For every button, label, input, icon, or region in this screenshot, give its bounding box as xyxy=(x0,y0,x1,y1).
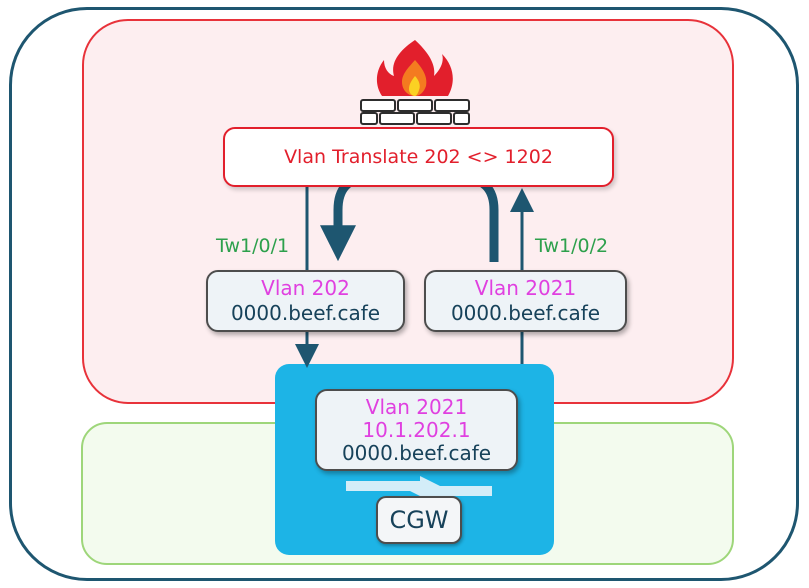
cgw-mac: 0000.beef.cafe xyxy=(341,440,492,465)
vlan-left-name: Vlan 202 xyxy=(261,276,350,300)
firewall-icon xyxy=(360,40,470,125)
port-label-right: Tw1/0/2 xyxy=(535,235,609,257)
vlan-left-mac: 0000.beef.cafe xyxy=(230,301,381,325)
hairpin-flow-arrow xyxy=(320,173,499,262)
vlan-right-mac: 0000.beef.cafe xyxy=(450,301,601,325)
vlan-202-box: Vlan 202 0000.beef.cafe xyxy=(206,270,405,332)
cgw-vlan-box: Vlan 2021 10.1.202.1 0000.beef.cafe xyxy=(315,389,518,471)
cgw-label: CGW xyxy=(389,506,449,534)
port-label-left: Tw1/0/1 xyxy=(216,235,290,257)
vlan-2021-box: Vlan 2021 0000.beef.cafe xyxy=(424,270,627,332)
vlan-translate-label: Vlan Translate 202 <> 1202 xyxy=(284,146,553,168)
vlan-right-name: Vlan 2021 xyxy=(474,276,577,300)
cgw-vlan-name: Vlan 2021 xyxy=(365,394,468,419)
cgw-label-box: CGW xyxy=(376,496,462,544)
cgw-ip: 10.1.202.1 xyxy=(362,417,471,442)
vlan-translate-box: Vlan Translate 202 <> 1202 xyxy=(223,127,614,187)
